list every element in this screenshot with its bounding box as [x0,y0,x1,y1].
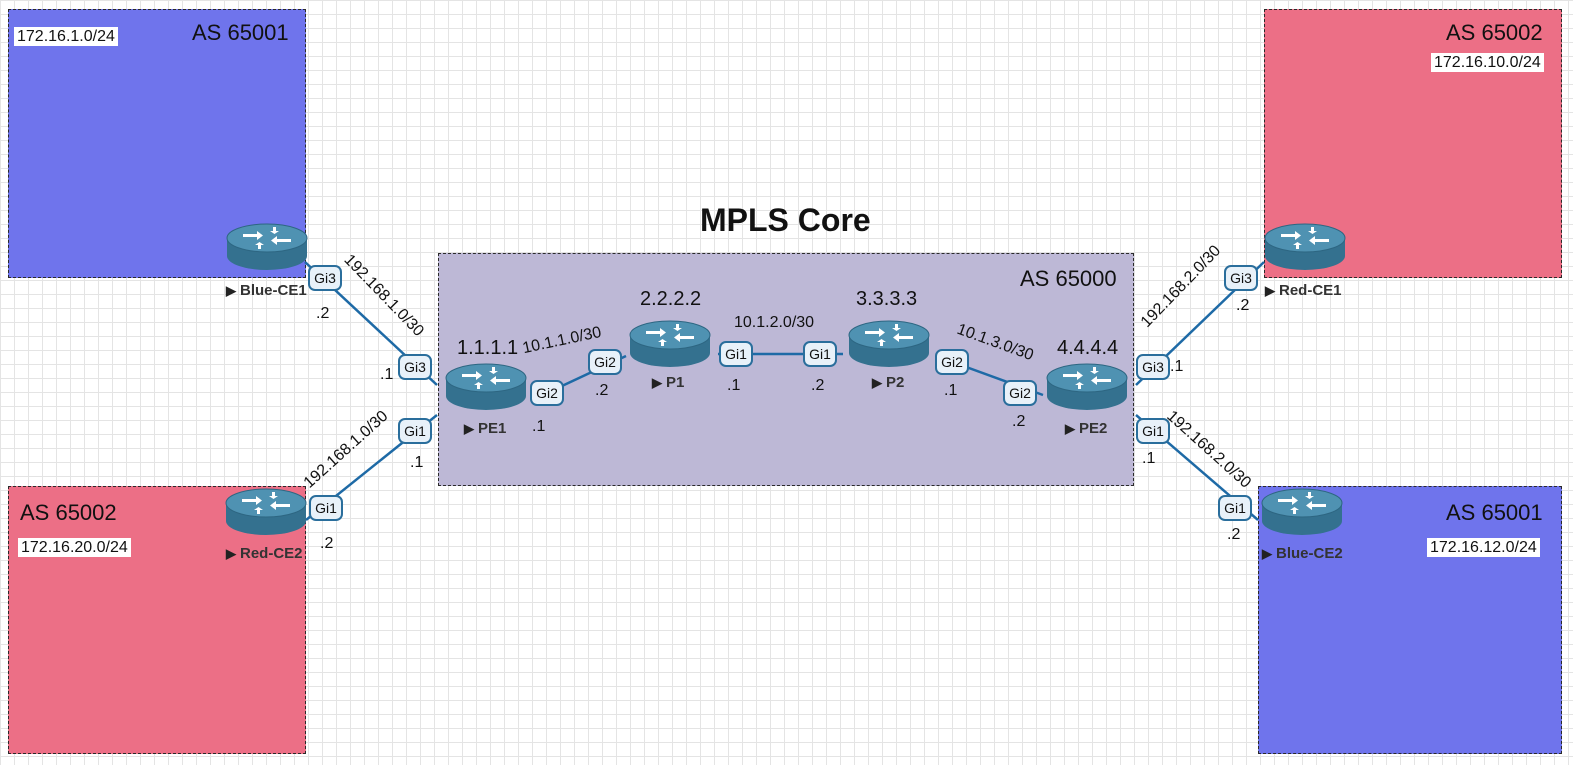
router-icon[interactable] [224,485,308,541]
prefix-label-blue1: 172.16.1.0/24 [14,27,118,46]
router-id-pe2: 4.4.4.4 [1057,337,1119,359]
ip-suffix: .2 [1012,413,1026,430]
diagram-title: MPLS Core [700,202,871,238]
router-id-p2: 3.3.3.3 [856,288,918,310]
interface-badge[interactable]: Gi1 [803,341,837,367]
as-label-red2: AS 65002 [20,500,117,525]
ip-suffix: .2 [316,305,330,322]
ip-suffix: .1 [532,418,546,435]
ip-suffix: .1 [1170,358,1184,375]
router-id-pe1: 1.1.1.1 [457,337,519,359]
interface-badge[interactable]: Gi3 [308,265,342,291]
router-icon[interactable] [225,220,309,276]
interface-badge[interactable]: Gi1 [398,418,432,444]
router-icon[interactable] [438,360,534,416]
router-name: Red-CE1 [1279,282,1342,299]
interface-badge[interactable]: Gi2 [588,349,622,375]
router-icon[interactable] [1260,485,1344,541]
ip-suffix: .1 [727,377,741,394]
ip-suffix: .1 [944,382,958,399]
router-name: P2 [886,374,905,391]
ip-suffix: .1 [1142,450,1156,467]
interface-badge[interactable]: Gi1 [719,341,753,367]
ip-suffix: .2 [595,382,609,399]
interface-badge[interactable]: Gi3 [398,354,432,380]
router-label-p2: ▶ P2 [872,374,904,391]
expand-triangle-icon: ▶ [872,375,882,390]
interface-badge[interactable]: Gi1 [1218,495,1252,521]
router-name: Red-CE2 [240,545,303,562]
as-label-core: AS 65000 [1020,266,1117,291]
as-label-blue1: AS 65001 [192,20,289,45]
as-label-red1: AS 65002 [1446,20,1543,45]
interface-badge[interactable]: Gi1 [1136,418,1170,444]
expand-triangle-icon: ▶ [652,375,662,390]
expand-triangle-icon: ▶ [1265,283,1275,298]
router-icon[interactable] [841,317,937,373]
interface-badge[interactable]: Gi2 [1003,380,1037,406]
interface-badge[interactable]: Gi1 [309,495,343,521]
interface-badge[interactable]: Gi3 [1136,354,1170,380]
router-label-pe1: ▶ PE1 [464,420,506,437]
region-mpls-core [438,253,1134,486]
ip-suffix: .1 [410,454,424,471]
ip-suffix: .2 [811,377,825,394]
router-label-red-ce1: ▶ Red-CE1 [1265,282,1342,299]
router-icon[interactable] [1039,360,1135,416]
prefix-label-red2: 172.16.20.0/24 [18,538,131,557]
router-name: Blue-CE1 [240,282,307,299]
interface-badge[interactable]: Gi3 [1224,265,1258,291]
router-name: P1 [666,374,685,391]
router-label-pe2: ▶ PE2 [1065,420,1107,437]
ip-suffix: .2 [1227,526,1241,543]
prefix-label-blue2: 172.16.12.0/24 [1427,538,1540,557]
interface-badge[interactable]: Gi2 [935,349,969,375]
router-label-p1: ▶ P1 [652,374,684,391]
expand-triangle-icon: ▶ [1065,421,1075,436]
prefix-label-red1: 172.16.10.0/24 [1431,53,1544,72]
router-name: Blue-CE2 [1276,545,1343,562]
router-id-p1: 2.2.2.2 [640,288,702,310]
router-icon[interactable] [622,317,718,373]
router-icon[interactable] [1263,220,1347,276]
ip-suffix: .1 [380,366,394,383]
router-label-blue-ce2: ▶ Blue-CE2 [1262,545,1343,562]
router-label-red-ce2: ▶ Red-CE2 [226,545,303,562]
expand-triangle-icon: ▶ [226,546,236,561]
as-label-blue2: AS 65001 [1446,500,1543,525]
expand-triangle-icon: ▶ [1262,546,1272,561]
subnet-label-p1-p2: 10.1.2.0/30 [734,314,815,331]
expand-triangle-icon: ▶ [226,283,236,298]
ip-suffix: .2 [1236,297,1250,314]
expand-triangle-icon: ▶ [464,421,474,436]
interface-badge[interactable]: Gi2 [530,380,564,406]
router-label-blue-ce1: ▶ Blue-CE1 [226,282,307,299]
ip-suffix: .2 [320,535,334,552]
router-name: PE2 [1079,420,1108,437]
router-name: PE1 [478,420,507,437]
